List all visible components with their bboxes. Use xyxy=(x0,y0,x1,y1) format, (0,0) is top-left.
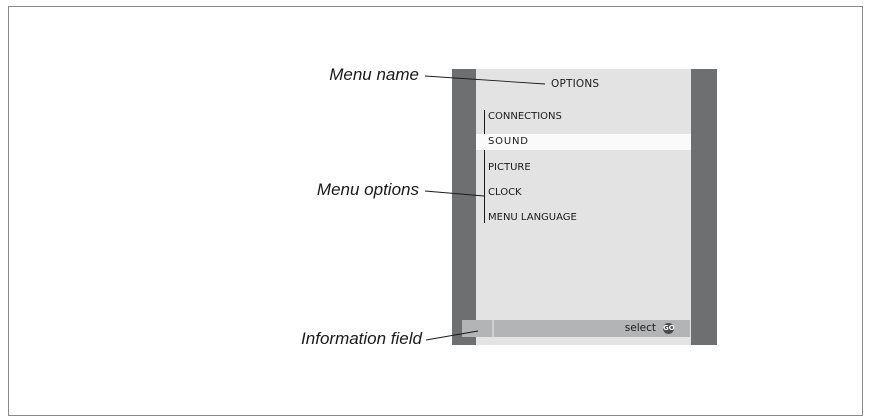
go-button-icon[interactable]: GO xyxy=(663,323,675,334)
callout-menu-name: Menu name xyxy=(329,65,419,84)
menu-options-bracket xyxy=(484,110,485,223)
info-field-divider xyxy=(492,320,494,337)
menu-title: OPTIONS xyxy=(551,78,600,90)
figure-frame xyxy=(8,6,863,416)
menu-panel: OPTIONS CONNECTIONS SOUND PICTURE CLOCK … xyxy=(476,69,691,345)
information-field: select GO xyxy=(462,320,690,337)
menu-item-sound[interactable]: SOUND xyxy=(476,134,691,150)
menu-item-menu-language[interactable]: MENU LANGUAGE xyxy=(488,212,577,223)
callout-menu-options: Menu options xyxy=(316,180,419,199)
menu-item-picture[interactable]: PICTURE xyxy=(488,162,531,173)
info-field-text: select xyxy=(624,322,656,334)
menu-item-clock[interactable]: CLOCK xyxy=(488,187,522,198)
menu-item-connections[interactable]: CONNECTIONS xyxy=(488,111,562,122)
callout-information-field: Information field xyxy=(301,329,422,348)
